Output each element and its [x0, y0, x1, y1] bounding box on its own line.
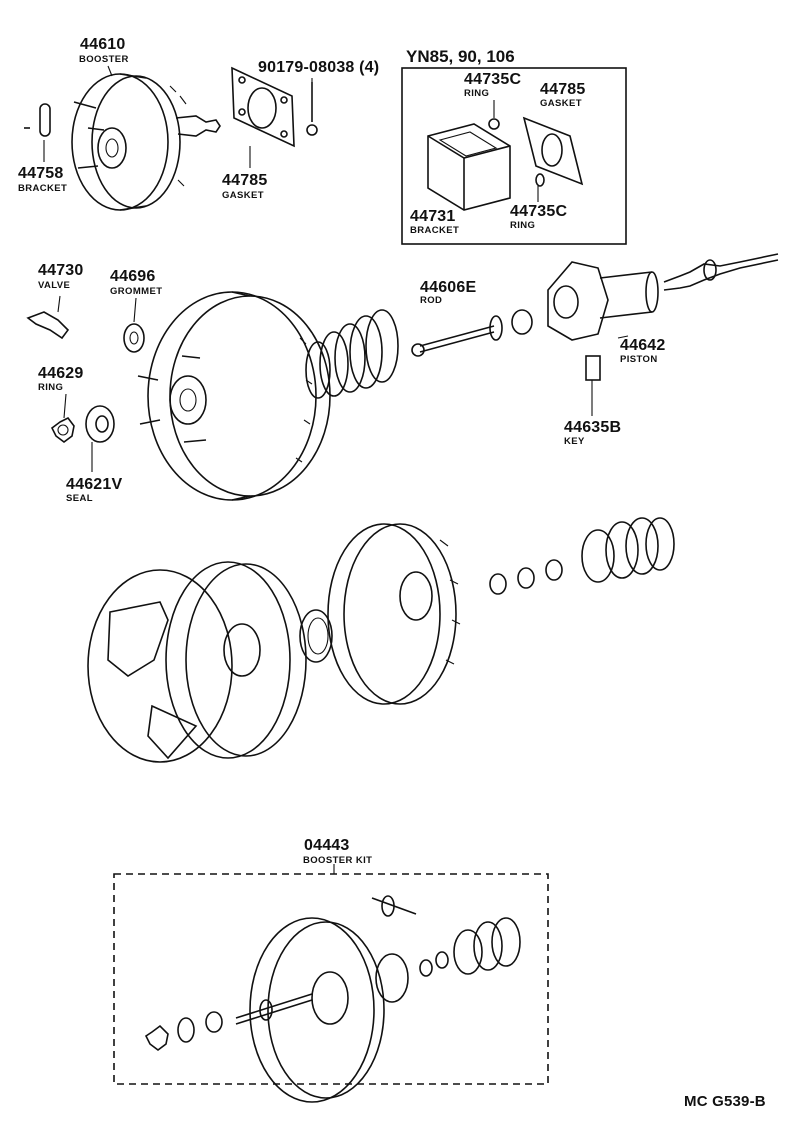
bracket-part-name: BRACKET	[18, 183, 68, 194]
grommet-part-number: 44696	[110, 268, 156, 285]
valve-stem-drawing	[663, 253, 779, 291]
booster-part-number: 44610	[80, 36, 126, 53]
yn-ring-bottom-number: 44735C	[510, 203, 568, 220]
kit-boot-drawing	[453, 917, 521, 975]
bellows-boot-drawing	[581, 517, 675, 583]
key-drawing	[585, 355, 601, 381]
washers-drawing	[489, 559, 563, 595]
ring-44629-drawing	[50, 416, 75, 443]
seal-part-name: SEAL	[66, 493, 93, 504]
nut-90179-drawing	[306, 82, 318, 136]
yn-group-frame	[401, 67, 627, 245]
yn-gasket-drawing	[522, 116, 584, 186]
grommet-drawing	[123, 323, 145, 353]
piston-part-number: 44642	[620, 337, 666, 354]
rod-part-number: 44606E	[420, 279, 477, 296]
rod-part-name: ROD	[420, 295, 443, 306]
gasket-part-number: 44785	[222, 172, 268, 189]
key-part-name: KEY	[564, 436, 585, 447]
seal-ring-drawing	[299, 609, 333, 663]
yn-ring-bottom-name: RING	[510, 220, 536, 231]
kit-part-name: BOOSTER KIT	[303, 855, 373, 866]
grommet-part-name: GROMMET	[110, 286, 163, 297]
front-shell-drawing	[165, 561, 307, 759]
kit-part-number: 04443	[304, 837, 350, 854]
yn-ring-top-number: 44735C	[464, 71, 522, 88]
front-housing-drawing	[327, 523, 461, 705]
nut-part-number: 90179-08038 (4)	[258, 59, 380, 76]
yn-gasket-number: 44785	[540, 81, 586, 98]
bracket-part-number: 44758	[18, 165, 64, 182]
yn-bracket-number: 44731	[410, 208, 456, 225]
yn-bracket-44731-drawing	[427, 123, 511, 211]
valve-part-number: 44730	[38, 262, 84, 279]
ring-part-number: 44629	[38, 365, 84, 382]
diagram-code: MC G539-B	[684, 1093, 766, 1110]
piston-part-name: PISTON	[620, 354, 658, 365]
yn-ring-top-drawing	[488, 118, 500, 130]
yn-bracket-name: BRACKET	[410, 225, 460, 236]
yn-ring-bottom-drawing	[535, 173, 545, 187]
valve-44730-drawing	[26, 311, 70, 340]
seal-part-number: 44621V	[66, 476, 123, 493]
kit-rod-drawing	[235, 993, 313, 1025]
piston-drawing	[547, 261, 659, 381]
kit-valve-drawing	[371, 895, 417, 917]
leader-lines	[43, 65, 629, 874]
spring-drawing	[305, 309, 399, 399]
rear-shell-drawing	[137, 291, 331, 501]
seal-drawing	[85, 405, 115, 443]
yn-ring-top-name: RING	[464, 88, 490, 99]
key-part-number: 44635B	[564, 419, 622, 436]
kit-small-parts-drawing	[144, 951, 449, 1051]
gasket-part-name: GASKET	[222, 190, 264, 201]
ring-part-name: RING	[38, 382, 64, 393]
kit-diaphragm-drawing	[249, 917, 385, 1103]
gasket-44785-drawing	[231, 66, 295, 148]
rod-drawing	[411, 309, 533, 357]
yn-group-title: YN85, 90, 106	[406, 47, 515, 66]
kit-dashed-frame	[113, 873, 549, 1085]
booster-part-name: BOOSTER	[79, 54, 129, 65]
diaphragm-plate-drawing	[87, 569, 233, 763]
booster-assembly-drawing	[71, 73, 221, 211]
valve-part-name: VALVE	[38, 280, 71, 291]
bracket-44758-drawing	[24, 103, 51, 137]
yn-gasket-name: GASKET	[540, 98, 582, 109]
